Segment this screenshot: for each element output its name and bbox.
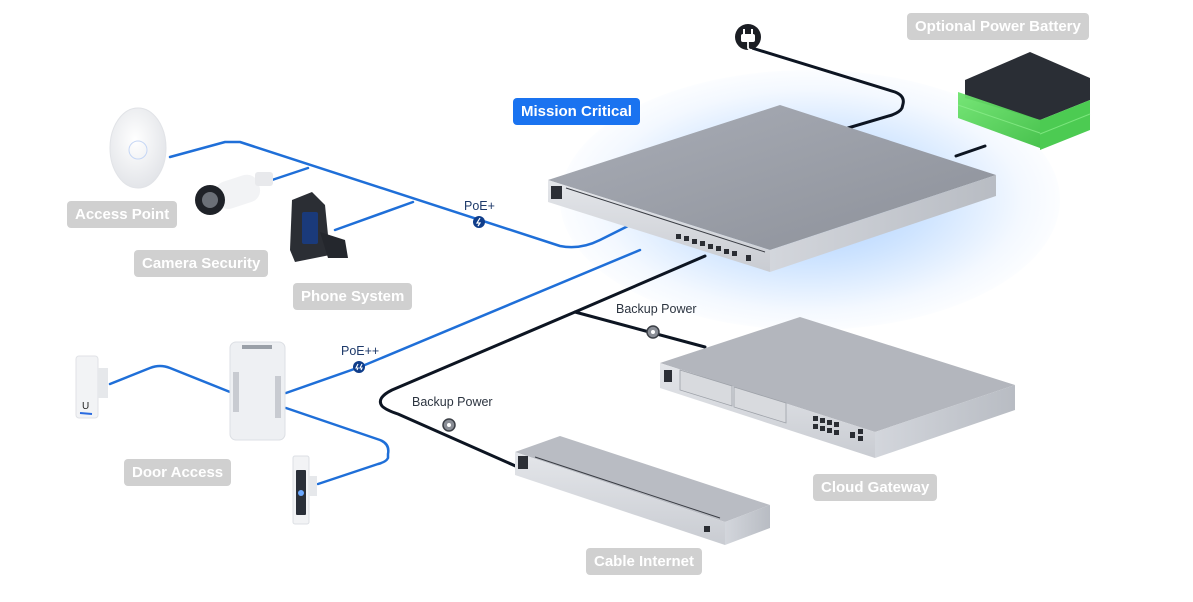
power-cable-mains <box>750 46 905 130</box>
camera-security-label: Camera Security <box>134 250 269 277</box>
access-point-device <box>109 107 167 189</box>
phone-system-label: Phone System <box>293 283 413 310</box>
backup-connector-1 <box>646 325 660 339</box>
svg-text:U: U <box>82 401 89 412</box>
power-cables <box>378 46 987 470</box>
power-cable-battery <box>954 144 987 158</box>
access-point-label: Access Point <box>67 201 178 228</box>
mission-critical-switch <box>548 105 996 272</box>
door-reader-left: U <box>75 355 108 419</box>
camera-device <box>195 172 273 215</box>
optional-power-battery-label: Optional Power Battery <box>907 13 1089 40</box>
cloud-gateway-label: Cloud Gateway <box>813 474 938 501</box>
power-cable-backup-bus <box>378 254 707 470</box>
switch-display <box>551 186 562 199</box>
poe-cable-door-reader-left <box>108 364 232 394</box>
poe-plus-plus-cable-label: PoE++ <box>341 344 380 358</box>
double-lightning-icon <box>355 363 363 371</box>
cable-internet-label: Cable Internet <box>586 548 703 575</box>
poe-plus-plus-badge <box>353 361 365 373</box>
lightning-icon <box>475 217 482 227</box>
phone-device <box>290 192 348 262</box>
cloud-gateway-device <box>660 317 1015 458</box>
switch-ports <box>676 234 751 261</box>
plug-icon <box>735 24 761 51</box>
cable-internet-device <box>515 436 770 545</box>
backup-power-label-internet: Backup Power <box>412 395 493 409</box>
poe-cable-phone <box>333 200 415 232</box>
poe-plus-badge <box>473 216 485 228</box>
battery-device <box>957 52 1091 150</box>
door-access-label: Door Access <box>124 459 232 486</box>
poe-plus-cable-label: PoE+ <box>464 199 495 213</box>
poe-plus-plus-cable <box>284 248 642 395</box>
door-reader-right <box>292 455 317 525</box>
poe-cable-camera <box>270 166 310 182</box>
power-connector-icon <box>447 423 451 427</box>
backup-power-label-gateway: Backup Power <box>616 302 697 316</box>
poe-cable-door-reader-right <box>284 406 390 486</box>
door-access-hub <box>229 341 286 441</box>
mission-critical-label: Mission Critical <box>513 98 640 125</box>
poe-cable-access-point <box>168 140 630 249</box>
power-cable-gateway <box>573 310 707 349</box>
power-connector-icon <box>651 330 655 334</box>
backup-connector-2 <box>442 418 456 432</box>
